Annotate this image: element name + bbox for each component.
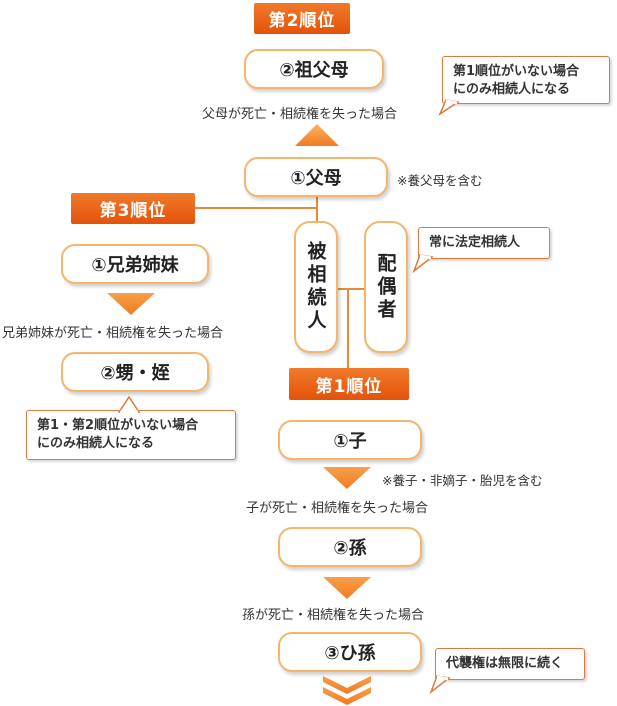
node-parents: ①父母: [244, 157, 388, 197]
arrow-down-grandchild-icon: [323, 577, 371, 599]
note-adopted-child: ※養子・非嫡子・胎児を含む: [382, 473, 543, 488]
rank-third-badge: 第3順位: [71, 193, 195, 224]
note-adoptive-parents: ※養父母を含む: [397, 173, 483, 188]
condition-grandchild-dead: 孫が死亡・相続権を失った場合: [242, 608, 425, 623]
condition-child-dead: 子が死亡・相続権を失った場合: [246, 501, 429, 516]
node-spouse: 配偶者: [364, 221, 408, 353]
connector-first-rank: [347, 288, 349, 370]
condition-siblings-dead: 兄弟姉妹が死亡・相続権を失った場合: [2, 326, 224, 341]
callout-third-only-line2: にのみ相続人になる: [37, 436, 155, 451]
callout-tail-infinite: [429, 675, 451, 695]
callout-tail-spouse: [412, 254, 434, 274]
node-child: ①子: [278, 420, 422, 460]
callout-spouse-always-text: 常に法定相続人: [429, 235, 521, 250]
arrow-up-icon: [295, 124, 339, 146]
callout-third-only: 第1・第2順位がいない場合 にのみ相続人になる: [26, 410, 236, 460]
connector-parents-heir: [316, 197, 318, 221]
node-grandparents: ②祖父母: [244, 49, 384, 89]
arrow-down-child-icon: [323, 467, 371, 489]
callout-spouse-always: 常に法定相続人: [418, 227, 550, 259]
node-great-grandchild: ③ひ孫: [278, 632, 422, 672]
connector-third-rank: [195, 207, 317, 209]
node-siblings: ①兄弟姉妹: [61, 244, 209, 284]
rank-first-badge: 第1順位: [289, 368, 409, 400]
callout-tail-third: [117, 395, 141, 414]
callout-tail-second: [438, 99, 460, 117]
callout-infinite: 代襲権は無限に続く: [435, 648, 585, 680]
rank-second-badge: 第2順位: [254, 3, 350, 34]
callout-third-only-line1: 第1・第2順位がいない場合: [37, 418, 199, 433]
callout-second-only-line2: にのみ相続人になる: [453, 82, 571, 97]
connector-heir-spouse: [334, 288, 364, 290]
node-heir: 被相続人: [294, 221, 338, 353]
node-grandchild: ②孫: [278, 527, 422, 567]
double-chevron-down-icon: [323, 676, 371, 705]
node-nephews: ②甥・姪: [61, 352, 209, 392]
callout-second-only-line1: 第1順位がいない場合: [453, 64, 580, 79]
arrow-down-siblings-icon: [107, 293, 155, 315]
callout-second-only: 第1順位がいない場合 にのみ相続人になる: [442, 56, 610, 104]
condition-parents-dead: 父母が死亡・相続権を失った場合: [202, 107, 398, 122]
callout-infinite-text: 代襲権は無限に続く: [446, 656, 564, 671]
